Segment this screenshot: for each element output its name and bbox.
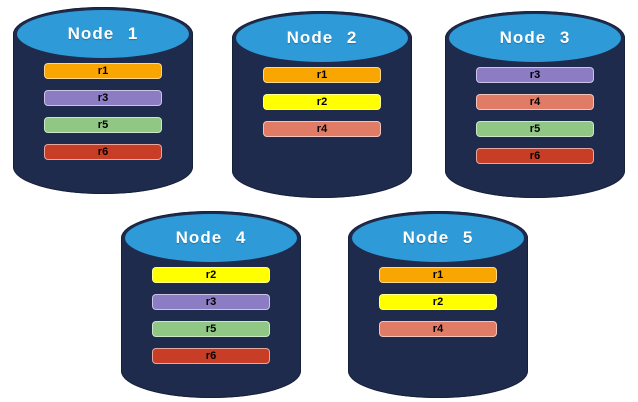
node-title: Node 2: [286, 28, 358, 47]
replica-bar-r2: r2: [263, 94, 381, 110]
cylinder-top: Node 4: [125, 214, 297, 262]
database-node-3: Node 3 r3 r4 r5 r6: [445, 11, 625, 198]
replica-bar-r4: r4: [476, 94, 594, 110]
node-title: Node 5: [402, 228, 474, 247]
replica-list: r1 r3 r5 r6: [44, 63, 162, 160]
replica-list: r1 r2 r4: [263, 67, 381, 137]
replica-bar-r2: r2: [152, 267, 270, 283]
replica-bar-r5: r5: [476, 121, 594, 137]
replica-bar-r5: r5: [44, 117, 162, 133]
replica-bar-r5: r5: [152, 321, 270, 337]
replica-bar-r3: r3: [476, 67, 594, 83]
database-node-4: Node 4 r2 r3 r5 r6: [121, 211, 301, 398]
replica-bar-r2: r2: [379, 294, 497, 310]
replica-bar-r6: r6: [44, 144, 162, 160]
cylinder-top: Node 2: [236, 14, 408, 62]
database-node-1: Node 1 r1 r3 r5 r6: [13, 7, 193, 194]
replica-list: r3 r4 r5 r6: [476, 67, 594, 164]
replica-bar-r4: r4: [379, 321, 497, 337]
replica-bar-r3: r3: [44, 90, 162, 106]
replica-bar-r1: r1: [44, 63, 162, 79]
replica-list: r2 r3 r5 r6: [152, 267, 270, 364]
replica-bar-r6: r6: [476, 148, 594, 164]
replica-bar-r1: r1: [379, 267, 497, 283]
cylinder-top: Node 3: [449, 14, 621, 62]
node-title: Node 3: [499, 28, 571, 47]
replica-bar-r1: r1: [263, 67, 381, 83]
node-title: Node 1: [67, 24, 139, 43]
database-node-5: Node 5 r1 r2 r4: [348, 211, 528, 398]
replica-bar-r6: r6: [152, 348, 270, 364]
database-node-2: Node 2 r1 r2 r4: [232, 11, 412, 198]
replica-bar-r4: r4: [263, 121, 381, 137]
replica-list: r1 r2 r4: [379, 267, 497, 337]
cylinder-top: Node 1: [17, 10, 189, 58]
replica-bar-r3: r3: [152, 294, 270, 310]
cylinder-top: Node 5: [352, 214, 524, 262]
node-title: Node 4: [175, 228, 247, 247]
